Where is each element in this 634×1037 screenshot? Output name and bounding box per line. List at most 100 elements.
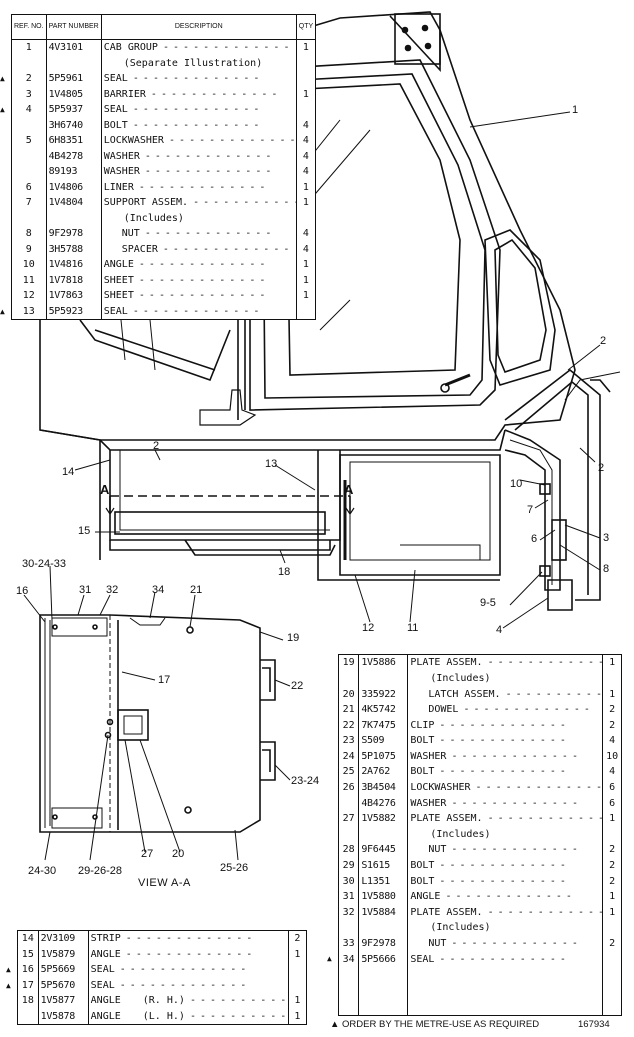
part-description: CAB GROUP - - - - - - - - - - - - - [100, 39, 297, 56]
part-number: 5P5923 [45, 303, 102, 320]
callout-18: 18 [278, 566, 291, 578]
part-number: 1V5886 [358, 654, 409, 671]
part-number: 5P5937 [45, 102, 102, 118]
part-description: LINER - - - - - - - - - - - - - [100, 179, 297, 195]
part-description-text: ANGLE [90, 1010, 121, 1022]
metre-order-marker-icon: ▲ [0, 105, 5, 114]
quantity [295, 55, 317, 71]
ref-number-text: 19 [342, 657, 355, 669]
ref-number: 20 [337, 686, 360, 702]
callout-14: 14 [62, 466, 75, 478]
quantity: 2 [602, 873, 622, 889]
ref-number: 1 [11, 39, 47, 56]
leader-dashes: - - - - - - - - - - - - - [446, 938, 578, 949]
part-number [45, 210, 102, 226]
ref-number: 30 [337, 873, 360, 889]
footnote: ▲ ORDER BY THE METRE-USE AS REQUIRED [330, 1019, 540, 1030]
table-row: (Includes) [11, 210, 317, 226]
leader-dashes: - - - - - - - - - - - - - [114, 964, 247, 976]
part-description: SEAL - - - - - - - - - - - - - [100, 303, 297, 320]
part-number: 4V3101 [45, 39, 102, 56]
leader-dashes: - - - - - - - - - - - - - [482, 813, 603, 825]
part-number: 1V5877 [37, 993, 89, 1009]
part-description: (Separate Illustration) [100, 55, 297, 71]
part-description: WASHER - - - - - - - - - - - - - [407, 795, 604, 811]
leader-dashes: - - - - - - - - - - - - - [446, 797, 578, 809]
part-description-text: (Includes) [430, 922, 491, 934]
ref-number: 24 [337, 748, 360, 765]
part-description: WASHER - - - - - - - - - - - - - [100, 148, 297, 164]
part-description-text: SEAL [90, 979, 115, 991]
leader-dashes: - - - - - - - - - - - - - [145, 88, 278, 100]
ref-number-text: 11 [22, 274, 35, 286]
metre-order-marker-icon: ▲ [327, 954, 332, 964]
part-number: 5P5670 [37, 977, 89, 993]
part-description: BOLT - - - - - - - - - - - - - [407, 873, 604, 889]
ref-number-text: 7 [25, 197, 32, 209]
quantity: 4 [295, 117, 317, 133]
view-label: VIEW A-A [138, 877, 191, 889]
part-description: (Includes) [407, 826, 604, 843]
quantity: 2 [602, 842, 622, 858]
quantity: 10 [602, 748, 622, 765]
leader-dashes: - - - - - - - - - - - - - [434, 875, 566, 887]
ref-number: 10 [11, 257, 47, 273]
part-description-text: (Includes) [430, 672, 491, 684]
empty-cell [602, 966, 622, 1016]
part-number: 5P5666 [358, 951, 409, 967]
part-description-text: NUT [121, 228, 140, 240]
part-description-text: WASHER [103, 166, 140, 178]
quantity: 2 [602, 701, 622, 718]
part-number: 6H8351 [45, 133, 102, 149]
part-description: BOLT - - - - - - - - - - - - - [407, 764, 604, 780]
leader-lines [23, 111, 601, 861]
quantity: 1 [295, 257, 317, 273]
ref-number-text: 9 [25, 243, 32, 255]
part-number: 1V4806 [45, 179, 102, 195]
quantity: 1 [602, 654, 622, 671]
leader-dashes: - - - - - - - - - - - - - [446, 844, 578, 856]
part-description: SHEET - - - - - - - - - - - - - [100, 288, 297, 304]
part-description: CLIP - - - - - - - - - - - - - [407, 717, 604, 733]
ref-number: ▲2 [0, 71, 47, 87]
callout-11: 11 [407, 622, 419, 634]
ref-number: ▲13 [0, 303, 47, 320]
ref-number: ▲4 [0, 102, 47, 118]
quantity: 4 [295, 133, 317, 149]
ref-number: 15 [17, 946, 39, 962]
quantity [602, 826, 622, 843]
ref-number-text: 31 [342, 891, 355, 903]
ref-number: ▲17 [6, 977, 39, 993]
part-description: WASHER - - - - - - - - - - - - - [100, 164, 297, 180]
part-description-text: (Separate Illustration) [123, 57, 263, 69]
callout-2a: 2 [600, 335, 607, 347]
ref-number-text: 18 [21, 995, 34, 1007]
part-description: SEAL - - - - - - - - - - - - - [87, 962, 289, 978]
ref-number: 5 [11, 133, 47, 149]
ref-number: 14 [17, 930, 39, 947]
ref-number-text: 3 [25, 88, 32, 100]
part-description: NUT - - - - - - - - - - - - - [100, 226, 297, 242]
empty-cell [337, 966, 360, 1016]
leader-dashes: - - - - - - - - - - - - - [470, 782, 602, 794]
part-description-text: SEAL [103, 104, 128, 116]
quantity: 4 [602, 732, 622, 749]
ref-number: 18 [17, 993, 39, 1009]
ref-number: 32 [337, 904, 360, 921]
part-description: ANGLE - - - - - - - - - - - - - [407, 888, 604, 905]
quantity [295, 210, 317, 226]
part-number: S1615 [358, 857, 409, 874]
leader-dashes: - - - - - - - - - - - - - [434, 719, 566, 731]
leader-dashes: - - - - - - - - - - - - - [446, 750, 578, 762]
leader-dashes: - - - - - - - - - - - - - [120, 933, 253, 945]
